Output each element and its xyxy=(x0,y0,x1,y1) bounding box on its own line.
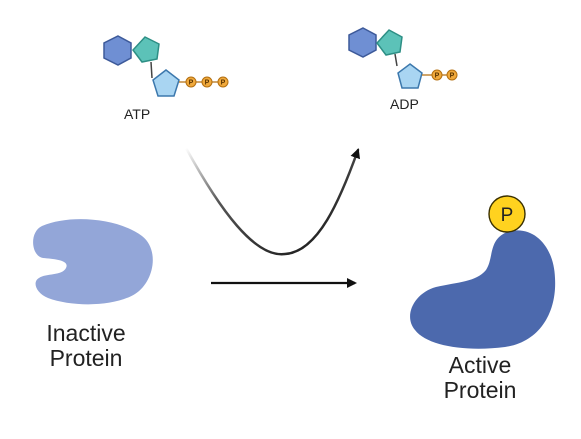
atp-phosphate-3 xyxy=(217,76,229,88)
inactive-protein-label-line2: Protein xyxy=(49,345,123,371)
inactive-protein-label-line1: Inactive xyxy=(46,320,126,346)
adp-phosphate-1-label: P xyxy=(435,73,440,80)
adp-phosphate-2 xyxy=(446,69,458,81)
inactive-protein-shape xyxy=(33,219,153,305)
adp-ribose-pentagon xyxy=(397,63,423,89)
adp-phosphate-2-label: P xyxy=(450,73,455,80)
atp-ribose-pentagon xyxy=(152,69,180,97)
adp-phosphate-1 xyxy=(431,69,443,81)
atp-bond xyxy=(150,61,153,79)
adp-hexagon xyxy=(348,27,377,58)
atp-teal-pentagon xyxy=(132,36,160,63)
active-protein-label-line2: Protein xyxy=(443,377,517,403)
active-protein: P xyxy=(410,195,556,349)
atp-phosphate-2 xyxy=(201,76,213,88)
atp-phosphate-group: P P P xyxy=(185,76,229,88)
adp-molecule: P P xyxy=(348,27,458,89)
atp-to-adp-curved-arrow xyxy=(184,146,360,256)
atp-phosphate-1-label: P xyxy=(189,80,194,87)
active-protein-label-line1: Active xyxy=(448,352,512,378)
adp-teal-pentagon xyxy=(376,29,403,56)
active-phosphate xyxy=(488,195,526,233)
active-protein-label: Active Protein xyxy=(400,353,560,403)
atp-hexagon xyxy=(103,35,132,66)
atp-phosphate-1 xyxy=(185,76,197,88)
atp-label: ATP xyxy=(124,106,151,122)
inactive-protein-label: Inactive Protein xyxy=(6,321,166,371)
inactive-protein xyxy=(33,219,153,305)
active-phosphate-label: P xyxy=(501,205,514,226)
adp-label: ADP xyxy=(390,96,419,112)
adp-bond xyxy=(394,53,398,67)
atp-molecule: P P P xyxy=(103,35,229,97)
adp-phosphate-group: P P xyxy=(431,69,458,81)
atp-phosphate-3-label: P xyxy=(221,80,226,87)
atp-phosphate-2-label: P xyxy=(205,80,210,87)
active-protein-shape xyxy=(410,230,556,349)
